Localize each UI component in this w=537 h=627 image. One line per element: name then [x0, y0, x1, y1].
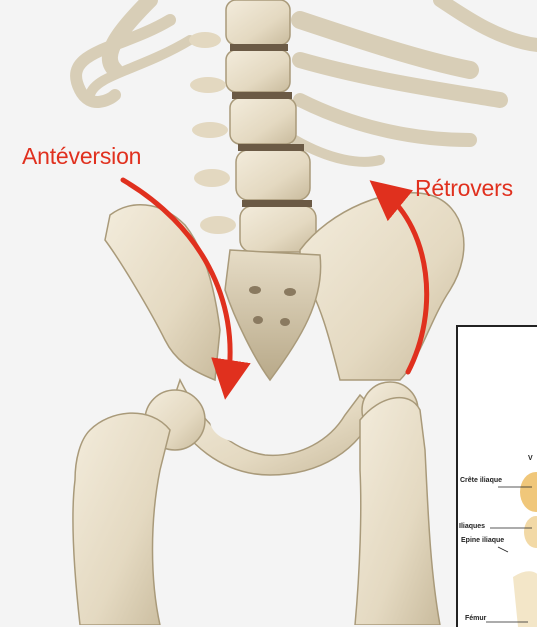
- inset-diagram: V Crête iliaque Iliaques Epine iliaque F…: [456, 325, 537, 627]
- retroversion-label: Rétrovers: [415, 175, 537, 202]
- inset-label-iliaques: Iliaques: [459, 523, 485, 530]
- inset-label-v: V: [528, 455, 533, 462]
- inset-label-crete: Crête iliaque: [460, 477, 502, 484]
- anteversion-label: Antéversion: [22, 143, 141, 170]
- inset-label-femur: Fémur: [465, 615, 486, 622]
- inset-label-epine: Epine iliaque: [461, 537, 504, 544]
